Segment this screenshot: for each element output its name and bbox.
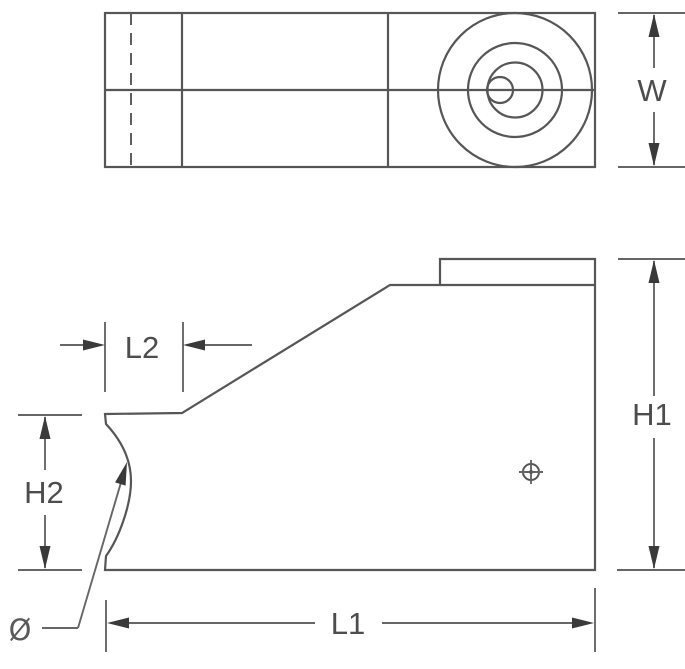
w-label: W	[637, 73, 667, 108]
l2-arrow-right-icon	[83, 339, 105, 351]
l2-arrow-left-icon	[183, 339, 205, 351]
dimension-w: W	[618, 12, 685, 168]
h1-arrow-up-icon	[648, 260, 660, 283]
l2-label: L2	[125, 330, 159, 365]
h2-label: H2	[24, 475, 64, 510]
dimension-h1: H1	[617, 258, 685, 571]
small-hole-circle	[485, 75, 515, 105]
dimension-h2: H2	[18, 414, 82, 571]
l1-label: L1	[331, 606, 365, 641]
front-view-outline	[103, 257, 597, 572]
diameter-callout: Ø	[9, 462, 127, 647]
counterbore-circle-middle	[466, 41, 564, 139]
diameter-leader-arrow-icon	[115, 462, 127, 486]
w-arrow-down-icon	[648, 143, 660, 166]
counterbore-circle-outer	[436, 11, 594, 169]
h2-arrow-up-icon	[39, 416, 51, 439]
h1-arrow-down-icon	[648, 546, 660, 569]
dimension-l1: L1	[105, 588, 596, 652]
w-arrow-up-icon	[648, 14, 660, 37]
dimension-l2: L2	[60, 322, 252, 392]
h1-label: H1	[632, 397, 672, 432]
diameter-leader-diagonal	[77, 478, 123, 629]
front-view	[103, 257, 597, 572]
diameter-symbol: Ø	[9, 613, 32, 647]
top-view	[103, 11, 597, 169]
center-mark-dot	[529, 470, 533, 474]
h2-arrow-down-icon	[39, 546, 51, 569]
l1-arrow-right-icon	[572, 617, 594, 629]
l1-arrow-left-icon	[107, 617, 129, 629]
hole-center-mark-icon	[519, 460, 543, 484]
